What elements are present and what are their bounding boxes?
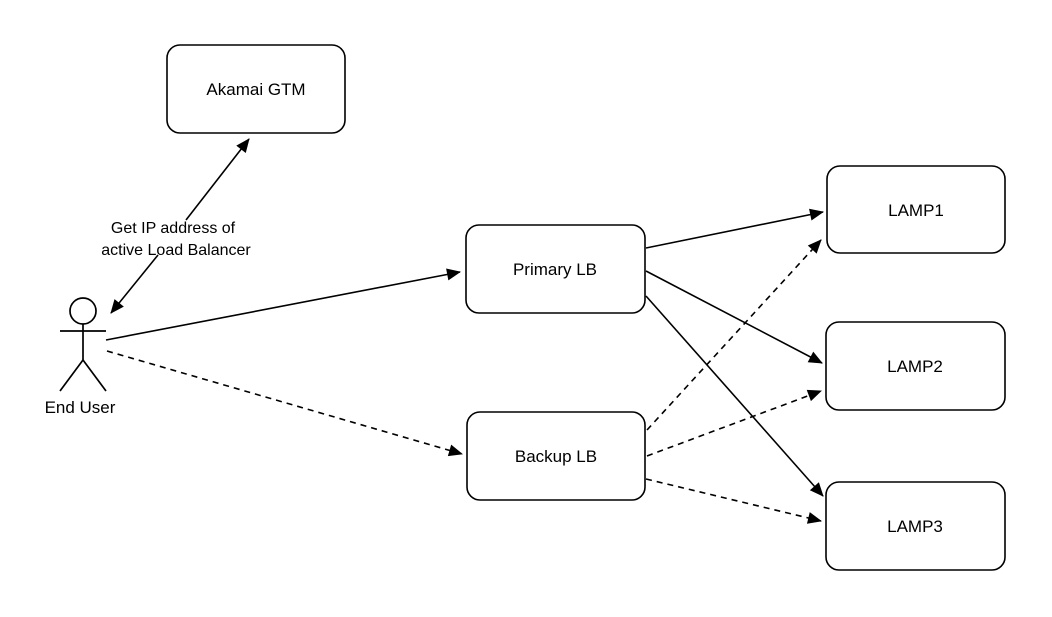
lamp1-box — [826, 165, 1006, 254]
primary-lb-box — [465, 224, 646, 314]
edge-backuplb-lamp1 — [646, 239, 822, 431]
edges: Get IP address of active Load Balancer — [101, 138, 824, 524]
backup-lb-label: Backup LB — [515, 447, 597, 466]
edge-label-line1: Get IP address of — [111, 220, 236, 237]
node-lamp3: LAMP3 — [825, 481, 1006, 571]
edge-label-line2: active Load Balancer — [101, 242, 251, 259]
end-user-head — [69, 297, 97, 325]
end-user-right-leg — [82, 359, 107, 392]
akamai-gtm-label: Akamai GTM — [206, 80, 305, 99]
actor-end-user: End User — [45, 297, 116, 417]
lamp1-label: LAMP1 — [888, 201, 944, 220]
akamai-gtm-box — [166, 44, 346, 134]
primary-lb-label: Primary LB — [513, 260, 597, 279]
node-backup-lb: Backup LB — [466, 411, 646, 501]
node-lamp1: LAMP1 — [826, 165, 1006, 254]
node-primary-lb: Primary LB — [465, 224, 646, 314]
edge-enduser-backuplb — [106, 350, 463, 457]
node-akamai-gtm: Akamai GTM — [166, 44, 346, 134]
lamp3-label: LAMP3 — [887, 517, 943, 536]
end-user-left-leg — [59, 359, 84, 392]
lamp3-box — [825, 481, 1006, 571]
edge-enduser-akamaigtm-lower — [110, 254, 159, 314]
node-lamp2: LAMP2 — [825, 321, 1006, 411]
edge-backuplb-lamp2 — [646, 389, 822, 457]
lamp2-box — [825, 321, 1006, 411]
edge-primarylb-lamp1 — [645, 208, 824, 249]
edge-primarylb-lamp2 — [645, 270, 823, 364]
edge-backuplb-lamp3 — [645, 478, 822, 524]
end-user-label: End User — [45, 398, 116, 417]
edge-enduser-primarylb — [105, 268, 461, 341]
edge-enduser-akamaigtm-upper — [185, 138, 250, 221]
lamp2-label: LAMP2 — [887, 357, 943, 376]
edge-primarylb-lamp3 — [645, 295, 824, 497]
backup-lb-box — [466, 411, 646, 501]
